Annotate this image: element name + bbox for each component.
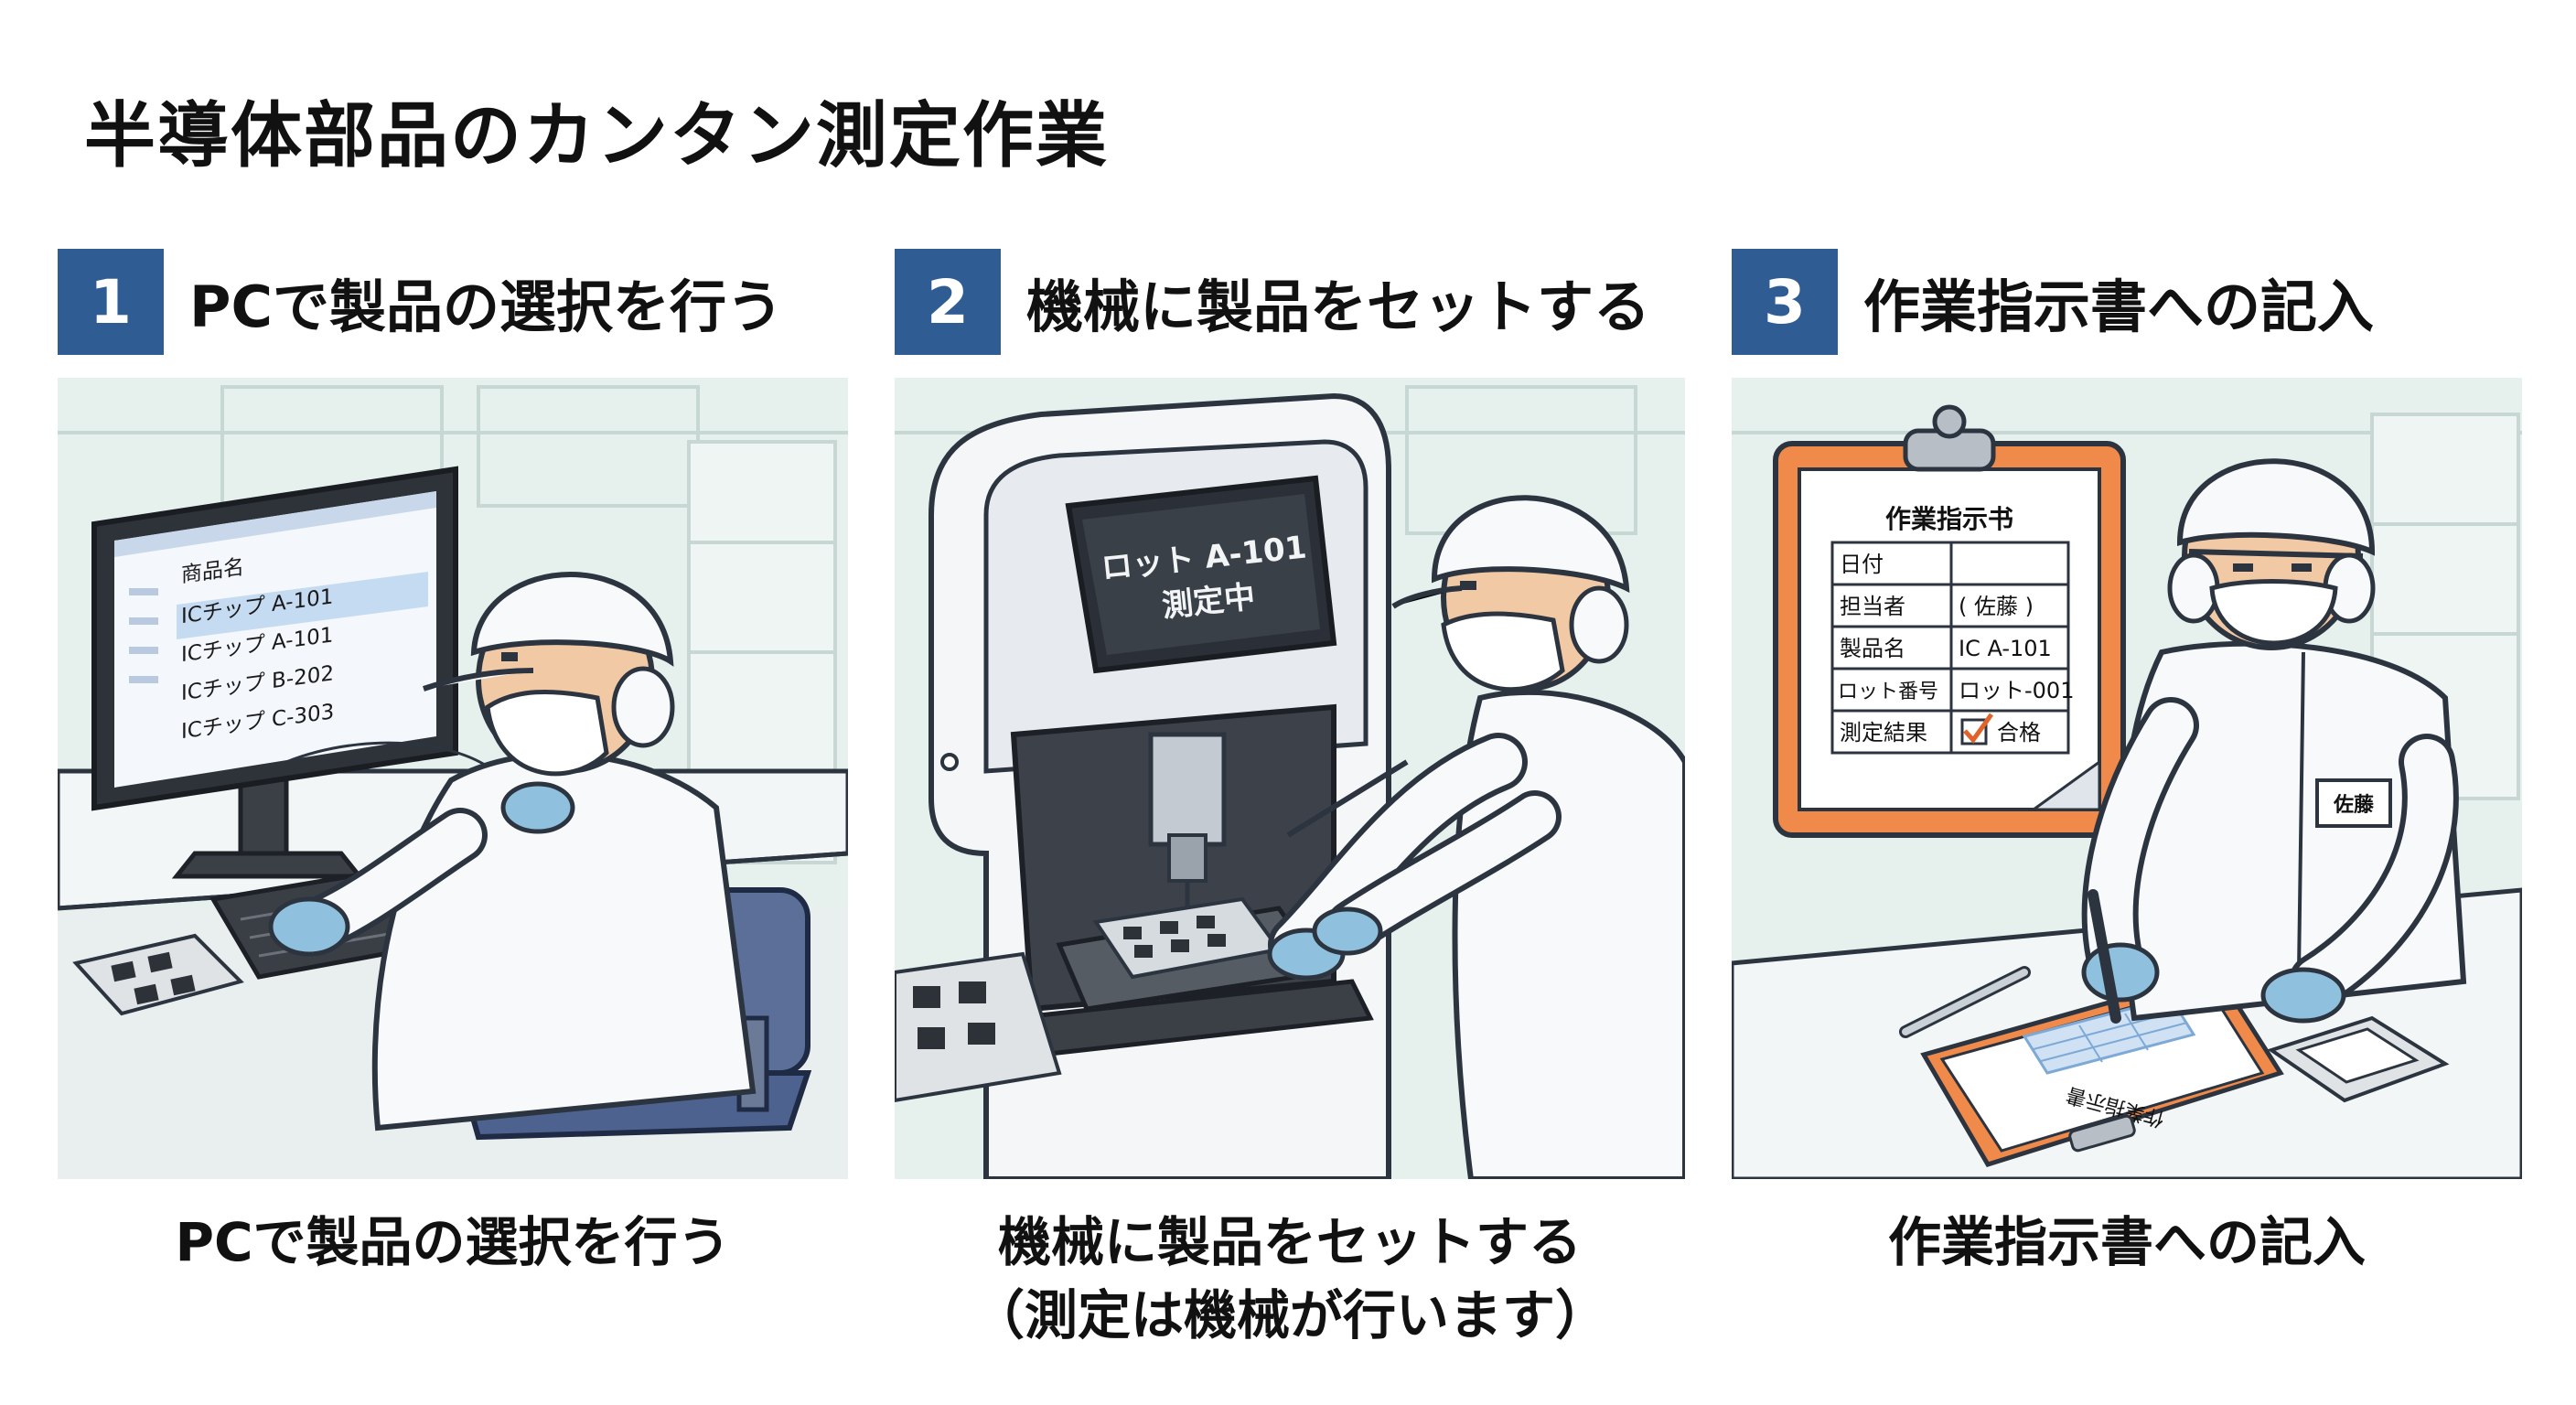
wall-clipboard: 作業指示书 日付 担当者 製品名 ロット番号 測定結果 ( 佐藤 ) IC A-… [1773,404,2126,838]
page-title: 半導体部品のカンタン測定作業 [84,95,1110,177]
step-1-caption-line: PCで製品の選択を行う [175,1211,731,1273]
parts-tray [2267,1015,2450,1103]
step-1-header: 1 PCで製品の選択を行う [58,249,783,355]
step-3-illustration: 作業指示书 日付 担当者 製品名 ロット番号 測定結果 ( 佐藤 ) IC A-… [1732,378,2522,1179]
worksheet-value: 合格 [1997,720,2041,745]
step-2-caption-line: 機械に製品をセットする [997,1211,1582,1273]
worker [268,572,757,1132]
chip-tray [895,951,1062,1103]
step-1-title: PCで製品の選択を行う [189,273,783,340]
monitor: 商品名 ICチップ A-101 ICチップ A-101 ICチップ B-202 … [91,466,458,811]
step-2-header: 2 機械に製品をセットする [895,249,1650,355]
measurement-machine: ロット A-101 測定中 [928,392,1391,1179]
step-2-caption: 機械に製品をセットする （測定は機械が行います） [895,1206,1685,1352]
worksheet-title: 作業指示书 [1885,504,2013,534]
step-2-illustration: ロット A-101 測定中 [895,378,1685,1179]
step-1-number-badge: 1 [58,249,164,355]
step-3-caption-line: 作業指示書への記入 [1887,1211,2366,1273]
worksheet-value: IC A-101 [1959,636,2052,661]
step-1-illustration: 商品名 ICチップ A-101 ICチップ A-101 ICチップ B-202 … [58,378,848,1179]
step-3-header: 3 作業指示書への記入 [1732,249,2374,355]
step-3-title: 作業指示書への記入 [1863,273,2375,340]
step-2-caption-line: （測定は機械が行います） [971,1284,1608,1346]
step-3-caption: 作業指示書への記入 [1732,1206,2522,1279]
worker: 佐藤 [2081,458,2467,1024]
step-2-number-badge: 2 [895,249,1001,355]
worksheet-label: 製品名 [1840,636,1905,661]
check-mark-icon [1963,713,1994,744]
worksheet-value: ( 佐藤 ) [1959,594,2034,619]
worksheet-label: 担当者 [1840,594,1905,619]
worksheet-label: 日付 [1840,552,1884,577]
worksheet-label: ロット番号 [1838,681,1938,703]
step-3-number-badge: 3 [1732,249,1838,355]
worksheet-label: 測定結果 [1840,720,1927,745]
chip-tray [72,933,244,1016]
pen-icon [2088,889,2121,1024]
name-tag [2315,778,2392,828]
worksheet-value: ロット-001 [1959,678,2074,703]
step-2-title: 機械に製品をセットする [1026,273,1651,340]
name-tag-text: 佐藤 [2333,793,2375,817]
step-1-caption: PCで製品の選択を行う [58,1206,848,1279]
worker [1267,495,1685,1179]
pen-icon [1899,966,2031,1038]
